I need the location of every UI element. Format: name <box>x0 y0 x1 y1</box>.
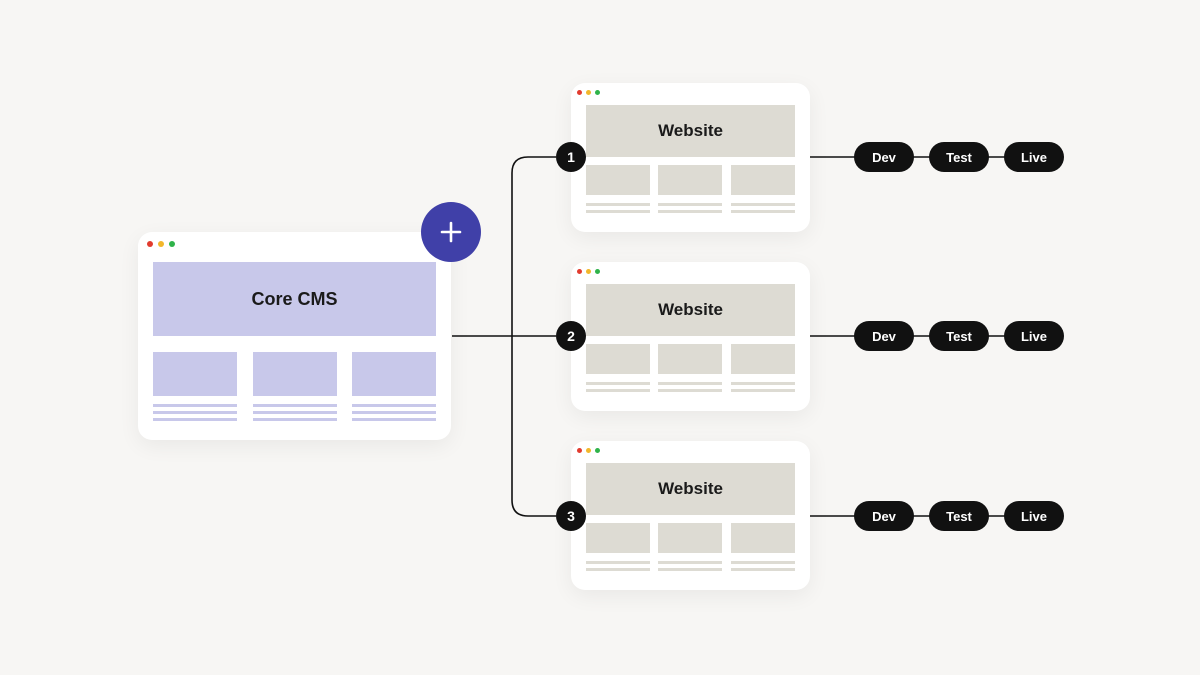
core-cms-title: Core CMS <box>153 262 436 336</box>
green-dot-icon <box>595 269 600 274</box>
red-dot-icon <box>577 269 582 274</box>
core-text-line <box>153 418 237 421</box>
yellow-dot-icon <box>586 269 591 274</box>
core-text-line <box>352 404 436 407</box>
site-text-line <box>658 568 722 571</box>
stage-pill-test: Test <box>929 321 989 351</box>
site-content-block <box>731 165 795 195</box>
site-content-block <box>586 344 650 374</box>
site-content-block <box>658 344 722 374</box>
stage-pill-test: Test <box>929 142 989 172</box>
website-title: Website <box>586 463 795 515</box>
website-window-1: Website <box>571 83 810 232</box>
site-text-line <box>658 389 722 392</box>
site-text-line <box>658 561 722 564</box>
site-text-line <box>731 210 795 213</box>
core-text-line <box>153 404 237 407</box>
site-text-line <box>731 568 795 571</box>
core-text-line <box>153 411 237 414</box>
site-number-badge-2: 2 <box>556 321 586 351</box>
yellow-dot-icon <box>158 241 164 247</box>
site-text-line <box>731 382 795 385</box>
core-text-line <box>253 411 337 414</box>
website-window-2: Website <box>571 262 810 411</box>
red-dot-icon <box>147 241 153 247</box>
site-content-block <box>658 165 722 195</box>
yellow-dot-icon <box>586 90 591 95</box>
add-site-button[interactable] <box>421 202 481 262</box>
stage-pill-live: Live <box>1004 501 1064 531</box>
site-content-block <box>731 523 795 553</box>
website-title: Website <box>586 105 795 157</box>
site-text-line <box>586 210 650 213</box>
stage-pill-dev: Dev <box>854 142 914 172</box>
window-controls <box>577 448 600 453</box>
window-controls <box>147 241 175 247</box>
site-text-line <box>586 203 650 206</box>
site-text-line <box>586 382 650 385</box>
site-text-line <box>586 389 650 392</box>
stage-pill-dev: Dev <box>854 321 914 351</box>
core-cms-window: Core CMS <box>138 232 451 440</box>
core-content-block-3 <box>352 352 436 396</box>
site-number-badge-1: 1 <box>556 142 586 172</box>
window-controls <box>577 269 600 274</box>
stage-pill-live: Live <box>1004 142 1064 172</box>
core-content-block-2 <box>253 352 337 396</box>
site-text-line <box>731 203 795 206</box>
red-dot-icon <box>577 90 582 95</box>
core-text-line <box>253 404 337 407</box>
site-text-line <box>658 203 722 206</box>
site-text-line <box>586 568 650 571</box>
window-controls <box>577 90 600 95</box>
site-content-block <box>586 165 650 195</box>
site-text-line <box>658 210 722 213</box>
branch-to-site-1 <box>511 156 556 517</box>
core-content-block-1 <box>153 352 237 396</box>
stage-pill-live: Live <box>1004 321 1064 351</box>
site-number-badge-3: 3 <box>556 501 586 531</box>
site-content-block <box>731 344 795 374</box>
site-text-line <box>586 561 650 564</box>
site-content-block <box>586 523 650 553</box>
site-text-line <box>658 382 722 385</box>
core-text-line <box>352 418 436 421</box>
website-title: Website <box>586 284 795 336</box>
stage-pill-test: Test <box>929 501 989 531</box>
stage-pill-dev: Dev <box>854 501 914 531</box>
website-window-3: Website <box>571 441 810 590</box>
green-dot-icon <box>595 90 600 95</box>
site-content-block <box>658 523 722 553</box>
plus-icon <box>440 221 462 243</box>
red-dot-icon <box>577 448 582 453</box>
green-dot-icon <box>595 448 600 453</box>
site-text-line <box>731 561 795 564</box>
core-text-line <box>352 411 436 414</box>
site-text-line <box>731 389 795 392</box>
core-text-line <box>253 418 337 421</box>
green-dot-icon <box>169 241 175 247</box>
yellow-dot-icon <box>586 448 591 453</box>
